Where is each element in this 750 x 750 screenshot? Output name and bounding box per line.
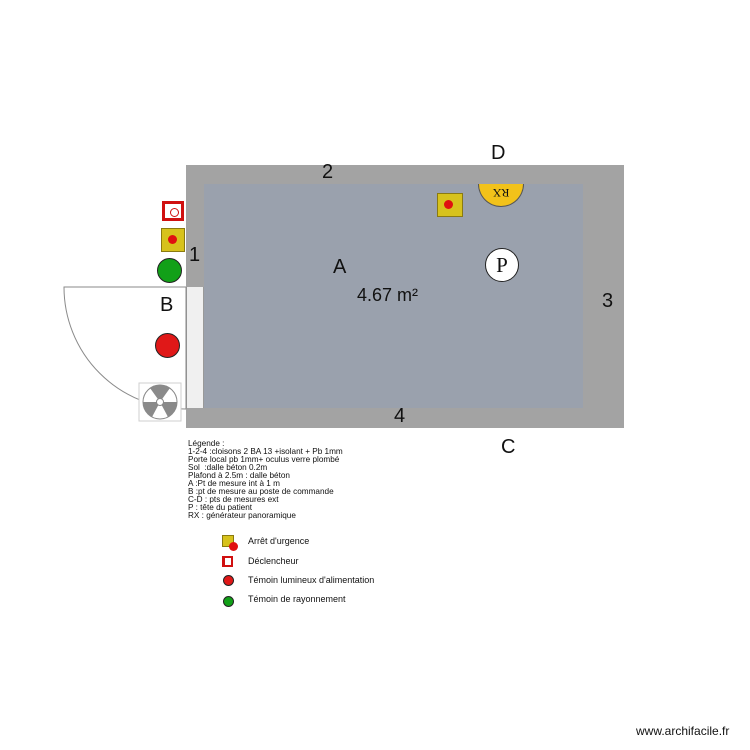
legend-trigger-icon — [222, 556, 233, 567]
legend-key-label: Témoin lumineux d'alimentation — [248, 575, 375, 585]
legend-line: Plafond à 2.5m : dalle béton — [188, 471, 290, 480]
point-label-d: D — [491, 142, 506, 164]
emergency-stop-icon — [437, 193, 463, 217]
wall-bottom — [186, 408, 624, 428]
wall-top — [186, 165, 624, 184]
patient-head-label: P — [496, 252, 508, 277]
legend-title: Légende : — [188, 439, 225, 448]
wall-label-4: 4 — [394, 405, 406, 427]
wall-right — [583, 165, 624, 428]
patient-head: P — [485, 248, 519, 282]
point-label-a: A — [333, 256, 347, 278]
legend-green-indicator-icon — [223, 596, 234, 607]
wall-label-3: 3 — [602, 290, 614, 312]
point-label-b: B — [160, 294, 174, 316]
point-label-c: C — [501, 436, 516, 458]
green-indicator-icon — [157, 258, 182, 283]
legend-emergency-stop-icon — [222, 535, 238, 551]
legend-line: Sol :dalle béton 0.2m — [188, 463, 268, 472]
radiation-icon — [138, 382, 182, 422]
emergency-stop-icon — [161, 228, 185, 252]
legend-line: 1-2-4 :cloisons 2 BA 13 +isolant + Pb 1m… — [188, 447, 343, 456]
room-area: 4.67 m² — [357, 285, 419, 305]
rx-generator-label: RX — [492, 186, 510, 200]
wall-left-upper — [186, 165, 204, 287]
legend-line: B :pt de mesure au poste de commande — [188, 487, 334, 496]
trigger-icon — [162, 201, 184, 221]
legend-line: A :Pt de mesure int à 1 m — [188, 479, 280, 488]
room-floor — [204, 184, 583, 408]
legend-line: C-D : pts de mesures ext — [188, 495, 279, 504]
legend-red-indicator-icon — [223, 575, 234, 586]
legend-key-label: Arrêt d'urgence — [248, 536, 310, 546]
legend-line: RX : générateur panoramique — [188, 511, 296, 520]
wall-label-1: 1 — [189, 244, 201, 266]
legend-line: Porte local pb 1mm+ oculus verre plombé — [188, 455, 340, 464]
legend-line: P : tête du patient — [188, 503, 253, 512]
credit-link[interactable]: www.archifacile.fr — [636, 724, 730, 738]
red-indicator-icon — [155, 333, 180, 358]
legend-key-label: Témoin de rayonnement — [248, 594, 346, 604]
legend-key-label: Déclencheur — [248, 556, 299, 566]
wall-label-2: 2 — [322, 161, 334, 183]
